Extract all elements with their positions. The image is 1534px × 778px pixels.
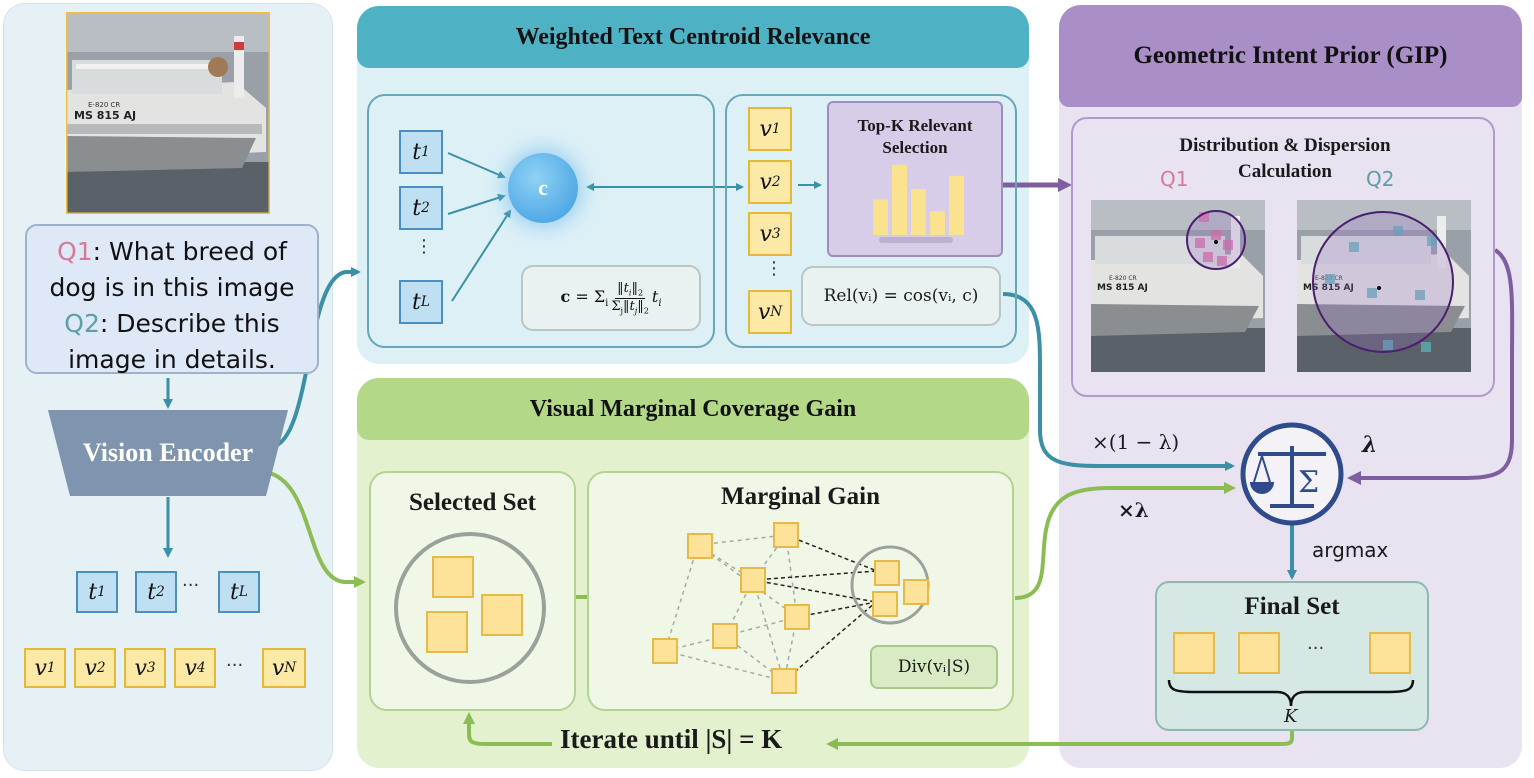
- candidate-token-3: [740, 567, 766, 593]
- svg-text:MS 815 AJ: MS 815 AJ: [74, 109, 136, 122]
- selected-token-1: [432, 556, 474, 598]
- final-k-label: K: [1284, 706, 1298, 727]
- svg-text:MS 815 AJ: MS 815 AJ: [1303, 283, 1354, 293]
- iterate-label: Iterate until |S| = K: [560, 724, 783, 754]
- topk-bar: [873, 199, 888, 235]
- dispersion-title: Distribution & Dispersion Calculation: [1179, 135, 1391, 182]
- times-lambda-label: ×λ: [1118, 498, 1149, 522]
- relevance-subpanel: [725, 94, 1017, 348]
- svg-text:E-820 CR: E-820 CR: [88, 101, 120, 109]
- q2-label: Q2: [64, 309, 100, 338]
- input-boat-image: E-820 CR MS 815 AJ: [66, 12, 270, 214]
- centroid-subpanel: [367, 94, 715, 348]
- candidate-token-7: [771, 668, 797, 694]
- argmax-label: argmax: [1312, 538, 1389, 562]
- topk-selection-box: Top-K Relevant Selection: [827, 101, 1003, 257]
- final-token-3: [1369, 632, 1411, 674]
- topk-bar: [930, 211, 945, 235]
- q1-text: : What breed of dog is in this image: [49, 237, 295, 302]
- q1-attention-image: E-820 CR MS 815 AJ: [1091, 200, 1265, 372]
- wtcr-text-vdots: ⋮: [415, 236, 433, 257]
- question-box: Q1: What breed of dog is in this image Q…: [25, 224, 319, 374]
- left-visual-ellipsis: ···: [226, 655, 244, 676]
- gip-title: Geometric Intent Prior (GIP): [1133, 42, 1448, 69]
- selected-token-3: [426, 611, 468, 653]
- vision-encoder-shape: [48, 410, 288, 496]
- selected-token-2: [481, 594, 523, 636]
- subset-token-2: [903, 579, 929, 605]
- svg-text:MS 815 AJ: MS 815 AJ: [1097, 283, 1148, 293]
- final-ellipsis: ···: [1307, 638, 1325, 659]
- topk-title: Top-K Relevant Selection: [857, 116, 973, 157]
- dispersion-subpanel: Distribution & Dispersion Calculation: [1071, 117, 1495, 397]
- marginal-gain-title: Marginal Gain: [720, 483, 881, 510]
- gip-q1-label: Q1: [1160, 167, 1189, 191]
- final-token-1: [1173, 632, 1215, 674]
- selected-set-circle: [394, 532, 546, 684]
- candidate-token-1: [687, 533, 713, 559]
- final-token-2: [1238, 632, 1280, 674]
- centroid-label: c: [538, 175, 548, 200]
- topk-bar-chart: [873, 164, 964, 235]
- centroid-node: c: [508, 153, 578, 223]
- svg-text:E-820 CR: E-820 CR: [1109, 275, 1137, 282]
- candidate-token-2: [773, 522, 799, 548]
- candidate-token-6: [784, 604, 810, 630]
- wtcr-title: Weighted Text Centroid Relevance: [515, 23, 871, 50]
- one-minus-lambda-label: ×(1 − λ): [1092, 430, 1180, 454]
- div-label-box: Div(vᵢ|S): [870, 645, 998, 689]
- subset-token-1: [874, 560, 900, 586]
- topk-bar: [949, 175, 964, 235]
- candidate-token-4: [712, 623, 738, 649]
- q2-attention-image: E-820 CR MS 815 AJ: [1297, 200, 1471, 372]
- selected-set-title: Selected Set: [408, 489, 537, 516]
- lambda-label: λ: [1362, 432, 1378, 458]
- centroid-formula: c = Σi ‖ti‖2 Σj‖tj‖2 ti: [521, 265, 701, 331]
- gip-q2-label: Q2: [1366, 167, 1395, 191]
- final-set-title: Final Set: [1244, 593, 1340, 620]
- relevance-formula: Rel(vᵢ) = cos(vᵢ, c): [823, 286, 979, 306]
- div-label: Div(vᵢ|S): [897, 657, 971, 677]
- wtcr-title-bar: Weighted Text Centroid Relevance: [357, 6, 1029, 68]
- q2-text: : Describe this image in details.: [68, 309, 280, 374]
- left-text-ellipsis: ···: [182, 575, 200, 596]
- svg-text:Σ: Σ: [1298, 465, 1319, 500]
- vision-encoder-label: Vision Encoder: [82, 438, 254, 467]
- vmcg-title: Visual Marginal Coverage Gain: [529, 395, 857, 422]
- topk-blurred-axis: [879, 237, 953, 243]
- topk-bar: [892, 164, 907, 235]
- q1-label: Q1: [57, 237, 93, 266]
- wtcr-visual-vdots: ⋮: [765, 258, 783, 279]
- relevance-formula-box: Rel(vᵢ) = cos(vᵢ, c): [801, 266, 1001, 326]
- topk-bar: [911, 189, 926, 235]
- final-set-brace: [1167, 679, 1415, 707]
- gip-title-bar: Geometric Intent Prior (GIP): [1059, 5, 1522, 107]
- balance-scale-icon: Σ: [1240, 422, 1344, 526]
- candidate-token-5: [652, 638, 678, 664]
- subset-token-3: [872, 591, 898, 617]
- vmcg-title-bar: Visual Marginal Coverage Gain: [357, 378, 1029, 440]
